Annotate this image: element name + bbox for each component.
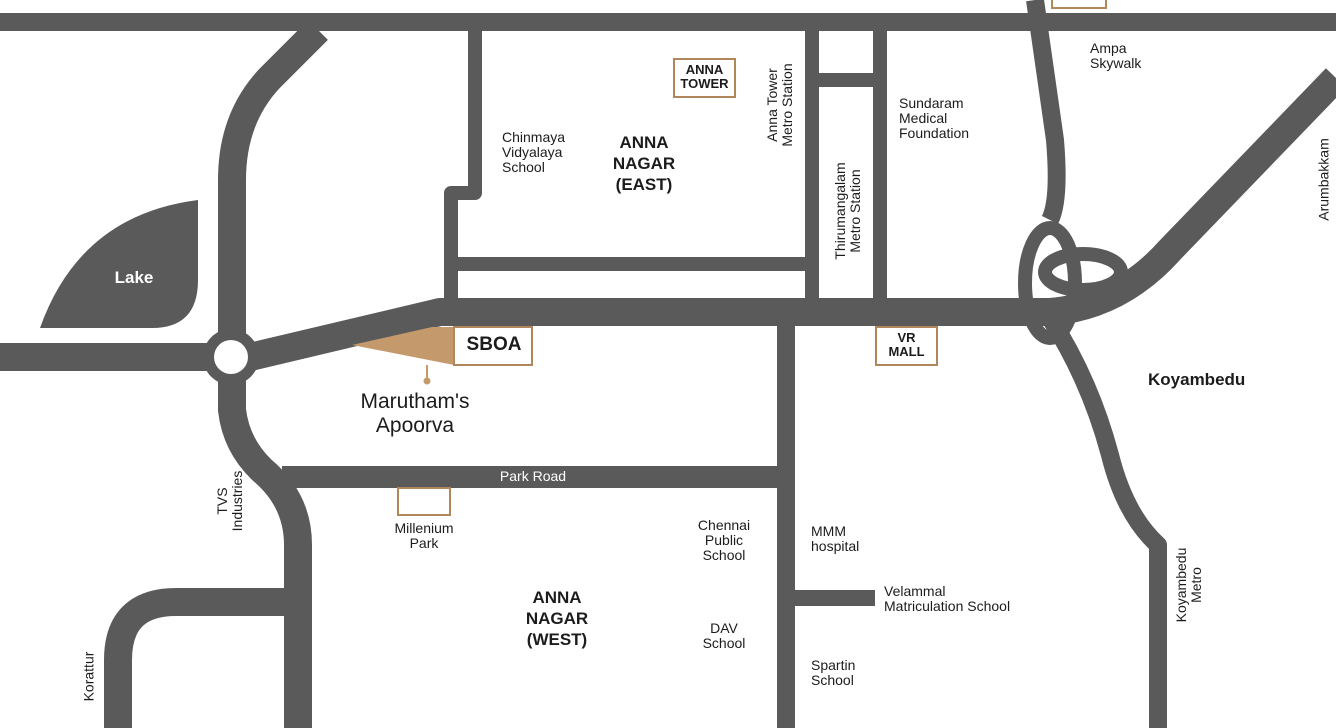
anna-tower-metro-label: Anna Tower Metro Station (764, 63, 795, 147)
project-pointer-dot (423, 377, 431, 385)
velammal-school-label: Velammal Matriculation School (884, 583, 1011, 614)
lake-label: Lake (114, 268, 154, 287)
koyambedu-metro-label: Koyambedu Metro (1173, 547, 1204, 623)
park-road-label: Park Road (499, 468, 567, 484)
top-landmark-box (1051, 0, 1107, 9)
dav-school-label: DAV School (702, 620, 746, 651)
spartin-school-label: Spartin School (811, 657, 856, 688)
vr-mall-label: VR MALL (888, 330, 925, 359)
ampa-road (1026, 0, 1066, 225)
project-plot (352, 327, 454, 365)
chennai-public-school-label: Chennai Public School (697, 517, 751, 563)
area-anna-nagar-east: ANNA NAGAR (EAST) (612, 133, 676, 194)
anna-tower-box (673, 58, 736, 98)
sboa-label: SBOA (466, 334, 522, 355)
tvs-industries-label: TVS Industries (214, 470, 245, 532)
millenium-park-box (397, 487, 451, 516)
mmm-hospital-label: MMM hospital (811, 523, 860, 554)
millenium-park-label: Millenium Park (394, 520, 454, 551)
roundabout-center (214, 340, 248, 374)
interchange-loop-2 (1038, 247, 1128, 297)
left-lower-road (218, 377, 312, 728)
lake-shape (40, 200, 198, 328)
arumbakkam-label: Arumbakkam (1315, 138, 1332, 221)
chinmaya-school-label: Chinmaya Vidyalaya School (502, 129, 566, 175)
east-block-road-left (444, 30, 482, 300)
vr-mall-box (875, 326, 938, 366)
main-road (0, 68, 1336, 371)
anna-tower-label: ANNA TOWER (680, 62, 729, 91)
korattur-road (104, 588, 298, 728)
area-anna-nagar-west: ANNA NAGAR (WEST) (525, 588, 589, 649)
koyambedu-road (1042, 313, 1167, 728)
left-curve-road (218, 20, 328, 338)
thirumangalam-metro-label: Thirumangalam Metro Station (832, 162, 863, 260)
area-koyambedu: Koyambedu (1148, 370, 1246, 389)
ampa-skywalk-label: Ampa Skywalk (1090, 40, 1142, 71)
sundaram-medical-label: Sundaram Medical Foundation (899, 95, 970, 141)
sboa-box (453, 326, 533, 366)
korattur-label: Korattur (80, 651, 97, 702)
project-label: Marutham's Apoorva (360, 390, 470, 437)
